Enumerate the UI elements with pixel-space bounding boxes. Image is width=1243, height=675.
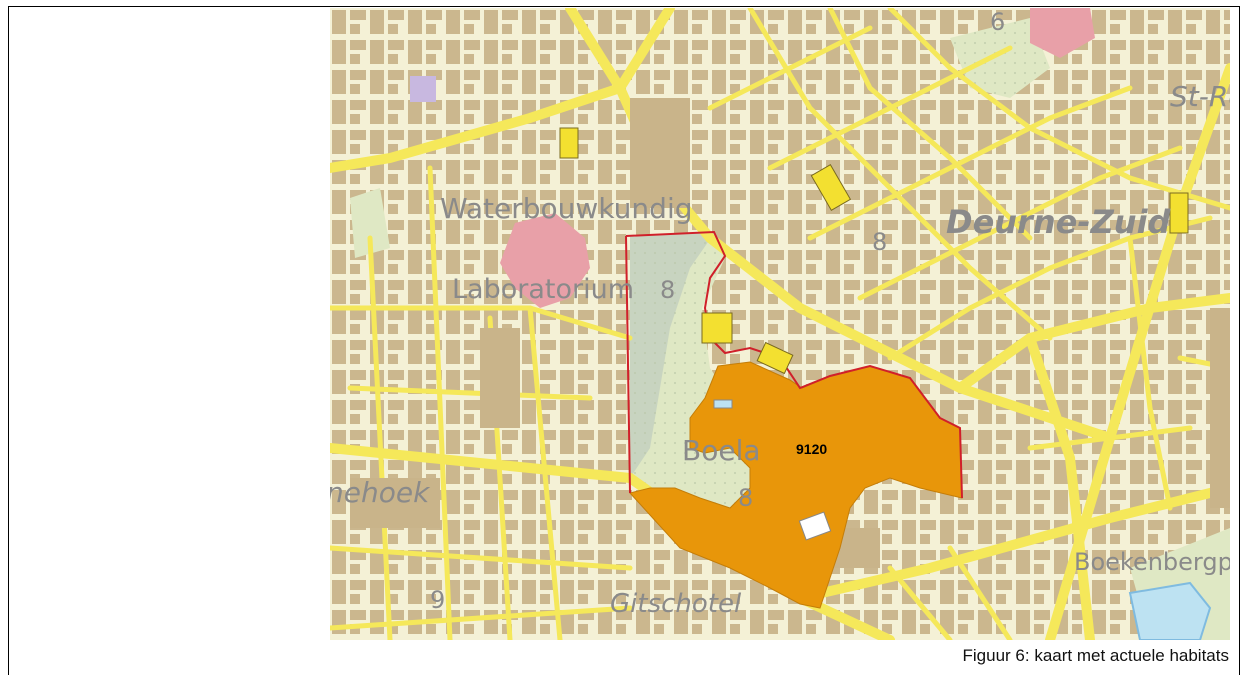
label-6: 6	[990, 8, 1005, 36]
label-8-park-north: 8	[660, 276, 675, 304]
water	[1128, 581, 1212, 640]
label-8-east: 8	[872, 228, 887, 256]
label-st-ro: St-Ro	[1170, 80, 1230, 113]
label-laboratorium: Laboratorium	[452, 274, 634, 305]
topographic-map[interactable]: Waterbouwkundig Laboratorium Deurne-Zuid…	[330, 8, 1230, 640]
habitat-code-label: 9120	[796, 441, 827, 457]
label-deurne-zuid: Deurne-Zuid	[946, 203, 1172, 241]
figure-frame	[8, 6, 1240, 675]
label-waterbouwkundig: Waterbouwkundig	[440, 192, 693, 225]
label-9: 9	[430, 586, 445, 614]
label-gitschotel: Gitschotel	[610, 589, 742, 619]
figure-caption: Figuur 6: kaart met actuele habitats	[962, 646, 1229, 665]
label-nehoek: nehoek	[330, 476, 431, 509]
label-8-park-south: 8	[738, 484, 753, 512]
laboratory-building	[500, 213, 590, 308]
label-boela: Boela	[682, 434, 761, 467]
label-boekenbergpa: Boekenbergpa	[1074, 548, 1230, 576]
